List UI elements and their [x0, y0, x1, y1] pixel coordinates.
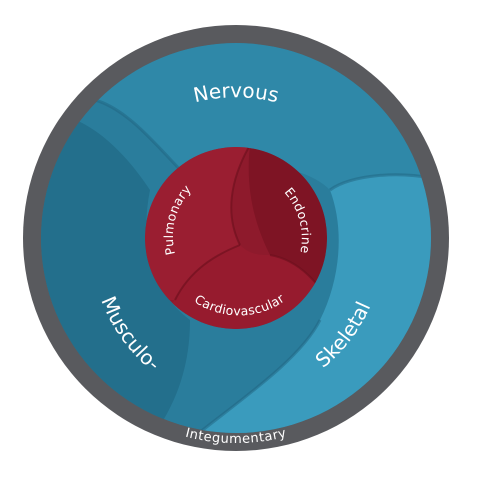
integumentary-label: Integumentary [184, 426, 288, 447]
